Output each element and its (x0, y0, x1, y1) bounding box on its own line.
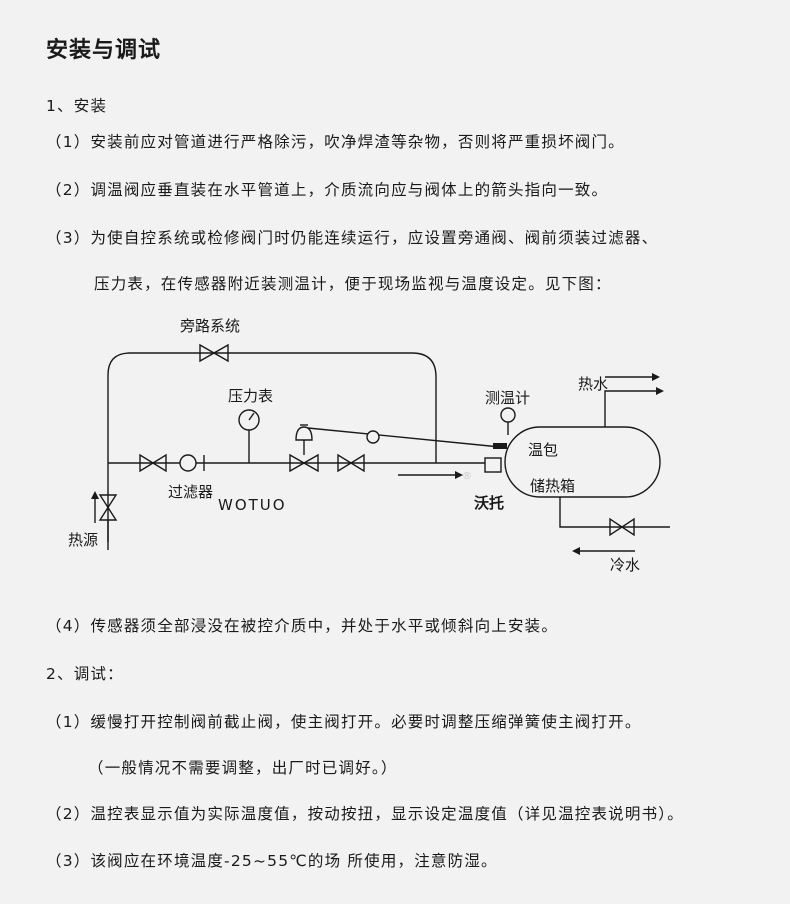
main-valve-1-icon (139, 453, 167, 473)
main-valve-2-icon (337, 453, 365, 473)
label-filter: 过滤器 (168, 483, 213, 501)
install-item-3: （3）为使自控系统或检修阀门时仍能连续运行，应设置旁通阀、阀前须装过滤器、 (46, 229, 659, 247)
watermark-mark: ® (462, 471, 472, 482)
watermark-latin: WOTUO (218, 496, 287, 514)
inlet-valve-icon (98, 494, 118, 521)
capillary-line (307, 427, 501, 448)
install-heading: 1、安装 (46, 97, 108, 115)
filter-icon (179, 454, 197, 472)
label-heat-source: 热源 (68, 531, 98, 549)
install-item-2: （2）调温阀应垂直装在水平管道上，介质流向应与阀体上的箭头指向一致。 (46, 181, 609, 199)
cold-water-valve-icon (609, 517, 635, 537)
install-item-4: （4）传感器须全部浸没在被控介质中，并处于水平或倾斜向上安装。 (46, 617, 559, 635)
label-hot-water: 热水 (578, 375, 608, 393)
watermark-cn: 沃托 (474, 494, 504, 512)
label-bypass: 旁路系统 (180, 317, 240, 335)
debug-heading: 2、调试： (46, 665, 124, 683)
bypass-pipe (107, 352, 437, 542)
label-bulb: 温包 (528, 441, 558, 459)
thermometer-icon (500, 407, 516, 423)
label-cold-water: 冷水 (610, 556, 640, 574)
bulb-fitting (484, 457, 502, 473)
install-item-1: （1）安装前应对管道进行严格除污，吹净焊渣等杂物，否则将严重损坏阀门。 (46, 133, 625, 151)
page-title: 安装与调试 (46, 38, 162, 63)
label-thermometer: 测温计 (485, 389, 530, 407)
control-valve-icon (289, 453, 319, 473)
install-item-3-cont: 压力表，在传感器附近装测温计，便于现场监视与温度设定。见下图： (94, 275, 612, 293)
debug-item-3: （3）该阀应在环境温度-25~55℃的场 所使用，注意防湿。 (46, 852, 498, 870)
debug-item-1-note: （一般情况不需要调整，出厂时已调好。） (88, 759, 398, 777)
bulb-icon (493, 443, 507, 449)
hot-water-pipe (604, 390, 656, 427)
label-tank: 储热箱 (530, 477, 575, 495)
label-pressure-gauge: 压力表 (228, 387, 273, 405)
tank-body (504, 426, 661, 498)
installation-diagram: 旁路系统 压力表 测温计 热水 温包 储热箱 过滤器 热源 冷水 WOTUO ®… (68, 317, 670, 574)
bypass-valve-icon (199, 343, 229, 363)
actuator-icon (295, 426, 313, 441)
debug-item-1: （1）缓慢打开控制阀前截止阀，使主阀打开。必要时调整压缩弹簧使主阀打开。 (46, 713, 642, 731)
debug-item-2: （2）温控表显示值为实际温度值，按动按扭，显示设定温度值（详见温控表说明书）。 (46, 805, 684, 823)
